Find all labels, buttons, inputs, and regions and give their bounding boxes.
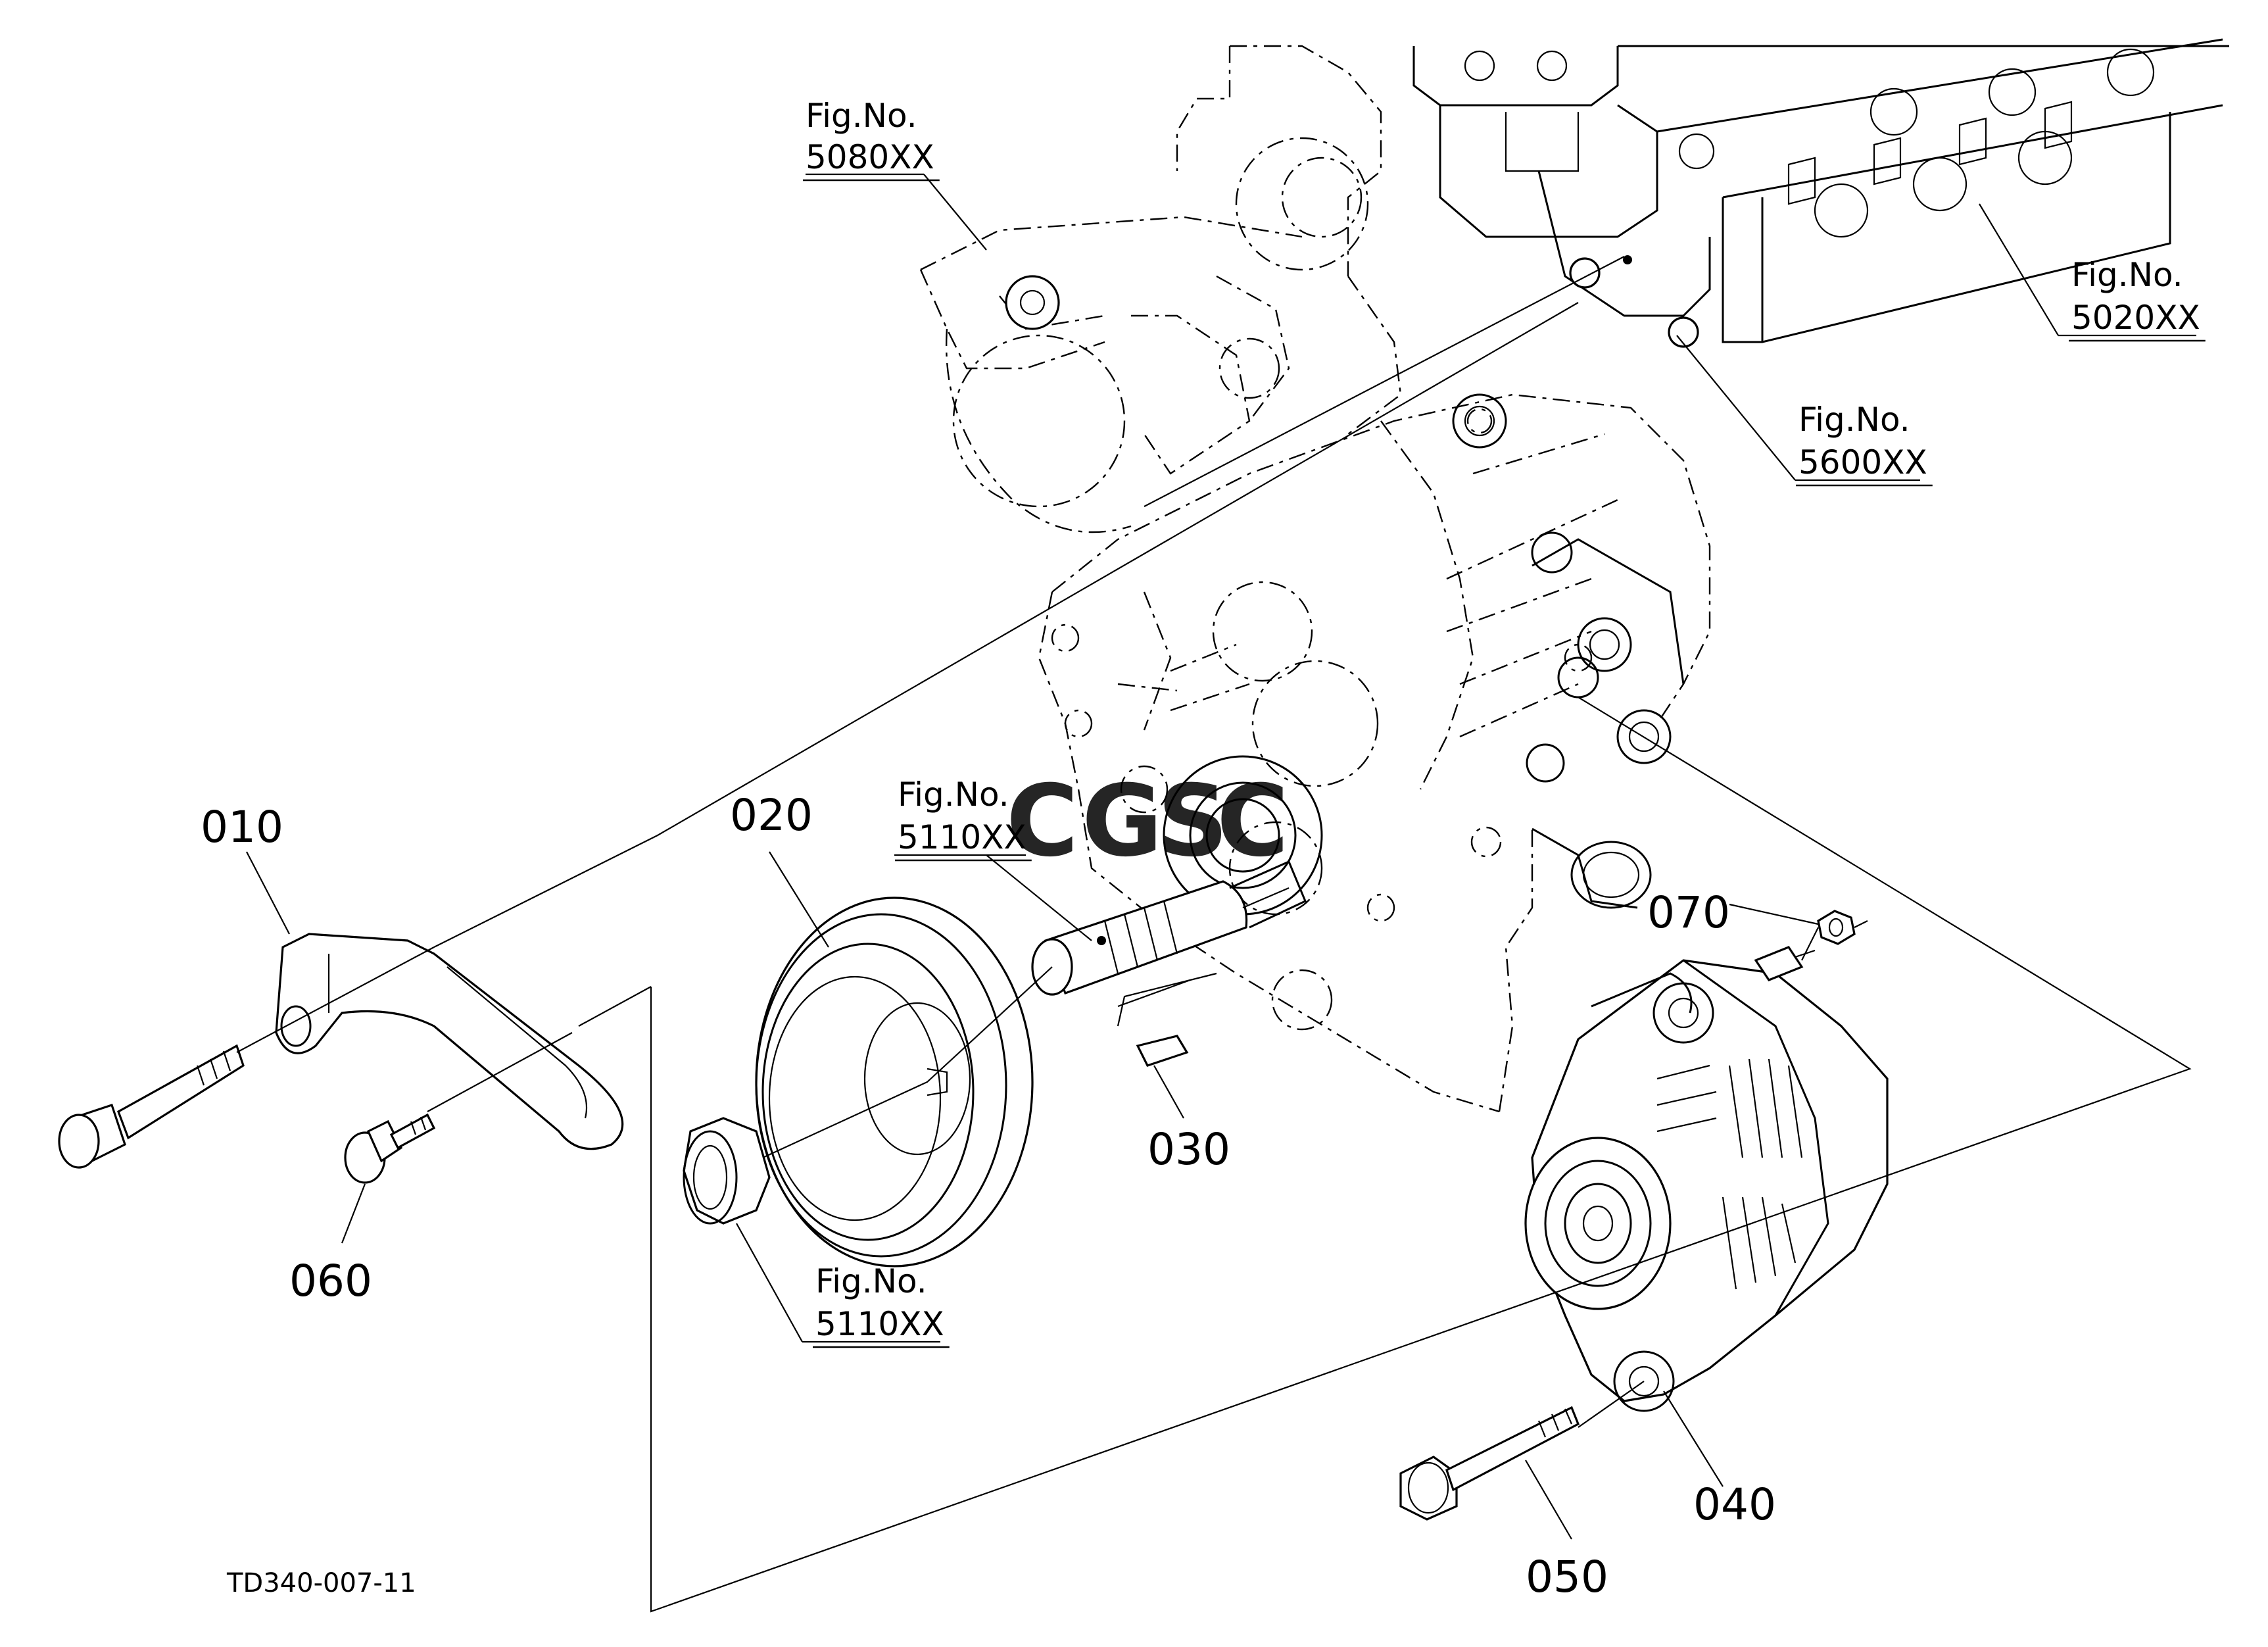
- fig-ref-number: 5600XX: [1798, 443, 1927, 481]
- gear-case-drawing: [919, 45, 1711, 1113]
- part-numbers: 010 020 030 040 050 060 070: [201, 790, 1776, 1602]
- crank-pulley-drawing: [755, 897, 1034, 1267]
- part-number-070: 070: [1647, 887, 1730, 938]
- part-number-010: 010: [201, 802, 283, 852]
- watermark-letter: S: [1157, 764, 1228, 879]
- fig-ref-number: 5110XX: [898, 818, 1026, 856]
- cgsc-watermark: C G S C: [1006, 764, 1289, 879]
- bracket-bolt-drawing: [344, 1113, 436, 1184]
- part-number-050: 050: [1526, 1552, 1608, 1602]
- alternator-drawing: [1524, 946, 1889, 1412]
- woodruff-key-drawing: [1136, 1035, 1189, 1067]
- part-number-040: 040: [1693, 1479, 1776, 1530]
- crank-nut-drawing: [683, 1117, 771, 1225]
- fig-ref-prefix: Fig.No.: [806, 97, 917, 135]
- part-number-030: 030: [1147, 1124, 1230, 1175]
- assembly-lines: [236, 256, 2192, 1613]
- fig-ref-number: 5080XX: [806, 138, 934, 176]
- part-number-020: 020: [730, 790, 813, 841]
- diagram-code: TD340-007-11: [226, 1568, 416, 1598]
- watermark-letter: C: [1006, 764, 1078, 879]
- long-bolt-drawing: [58, 1044, 245, 1169]
- crankshaft-drawing: [1031, 860, 1307, 1008]
- watermark-letter: C: [1217, 764, 1289, 879]
- bracket-drawing: [275, 933, 624, 1150]
- fig-ref-number: 5020XX: [2071, 299, 2200, 337]
- figure-references: Fig.No. 5080XX Fig.No. 5020XX Fig.No. 56…: [803, 97, 2206, 1348]
- fig-ref-prefix: Fig.No.: [1798, 401, 1910, 439]
- fig-ref-prefix: Fig.No.: [2071, 256, 2183, 294]
- fig-ref-prefix: Fig.No.: [815, 1262, 927, 1300]
- fig-ref-number: 5110XX: [815, 1305, 944, 1343]
- watermark-letter: G: [1082, 764, 1163, 879]
- alternator-nut-drawing: [1817, 910, 1856, 945]
- leader-lines: [246, 173, 2196, 1540]
- alternator-bolt-drawing: [1399, 1406, 1580, 1521]
- fig-ref-prefix: Fig.No.: [898, 775, 1009, 814]
- part-number-060: 060: [289, 1256, 372, 1306]
